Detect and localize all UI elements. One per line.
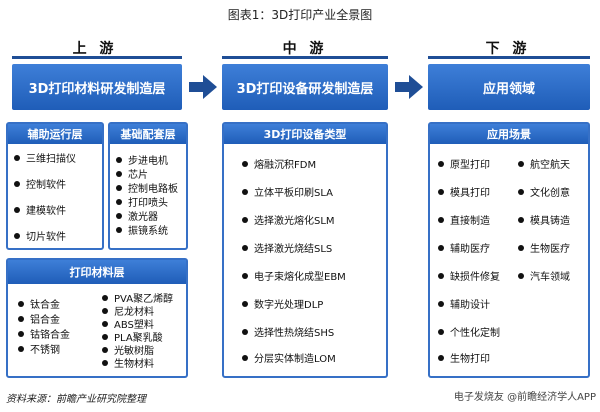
list-item: 分层实体制造LOM xyxy=(242,354,336,366)
list-item: 钛合金 xyxy=(18,300,60,312)
list-item: 直接制造 xyxy=(438,216,490,228)
source-note: 资料来源：前瞻产业研究院整理 xyxy=(6,394,146,405)
list-item: 电子束熔化成型EBM xyxy=(242,272,346,284)
stage-upstream-label: 上 游 xyxy=(72,41,118,57)
basic-parts-panel: 基础配套层 步进电机 芯片 控制电路板 打印喷头 激光器 振镜系统 xyxy=(108,122,188,250)
list-item: PVA聚乙烯醇 xyxy=(102,294,173,306)
chart-title: 图表1：3D打印产业全景图 xyxy=(227,8,373,22)
stage-band-upstream xyxy=(12,56,182,59)
list-item: 选择性热烧结SHS xyxy=(242,328,334,340)
list-item: 控制软件 xyxy=(14,180,66,192)
list-item: 激光器 xyxy=(116,212,158,224)
stage-band-downstream xyxy=(428,56,590,59)
stage-band-midstream xyxy=(222,56,388,59)
aux-ops-panel: 辅助运行层 三维扫描仪 控制软件 建模软件 切片软件 xyxy=(6,122,104,250)
aux-ops-title: 辅助运行层 xyxy=(8,124,102,144)
list-item: 立体平板印刷SLA xyxy=(242,188,333,200)
applications-panel: 应用场景 原型打印 模具打印 直接制造 辅助医疗 缺损件修复 辅助设计 个性化定… xyxy=(428,122,590,378)
list-item: 光敏树脂 xyxy=(102,346,154,358)
materials-panel: 打印材料层 钛合金 铝合金 钴铬合金 不锈钢 PVA聚乙烯醇 尼龙材料 ABS塑… xyxy=(6,258,188,378)
list-item: 个性化定制 xyxy=(438,328,500,340)
list-item: 铝合金 xyxy=(18,315,60,327)
list-item: 熔融沉积FDM xyxy=(242,160,316,172)
list-item: 选择激光熔化SLM xyxy=(242,216,335,228)
midstream-header: 3D打印设备研发制造层 xyxy=(222,64,388,110)
list-item: 生物打印 xyxy=(438,354,490,366)
arrow-upstream-to-midstream-icon xyxy=(189,75,217,99)
list-item: 数字光处理DLP xyxy=(242,300,323,312)
list-item: 控制电路板 xyxy=(116,184,178,196)
list-item: 尼龙材料 xyxy=(102,307,154,319)
list-item: 汽车领域 xyxy=(518,272,570,284)
credit-watermark: 电子发烧友 @前瞻经济学人APP xyxy=(453,392,596,403)
list-item: 不锈钢 xyxy=(18,345,60,357)
upstream-header: 3D打印材料研发制造层 xyxy=(12,64,182,110)
list-item: 步进电机 xyxy=(116,156,168,168)
equipment-panel: 3D打印设备类型 熔融沉积FDM 立体平板印刷SLA 选择激光熔化SLM 选择激… xyxy=(222,122,388,378)
applications-title: 应用场景 xyxy=(430,124,588,144)
list-item: 辅助医疗 xyxy=(438,244,490,256)
downstream-header: 应用领域 xyxy=(428,64,590,110)
list-item: 钴铬合金 xyxy=(18,330,70,342)
materials-title: 打印材料层 xyxy=(8,260,186,284)
list-item: 切片软件 xyxy=(14,232,66,244)
list-item: 模具打印 xyxy=(438,188,490,200)
stage-downstream-label: 下 游 xyxy=(485,41,531,57)
list-item: 生物医疗 xyxy=(518,244,570,256)
list-item: 打印喷头 xyxy=(116,198,168,210)
list-item: 缺损件修复 xyxy=(438,272,500,284)
list-item: 芯片 xyxy=(116,170,148,182)
arrow-midstream-to-downstream-icon xyxy=(395,75,423,99)
list-item: 文化创意 xyxy=(518,188,570,200)
list-item: 航空航天 xyxy=(518,160,570,172)
list-item: PLA聚乳酸 xyxy=(102,333,163,345)
list-item: 选择激光烧结SLS xyxy=(242,244,332,256)
list-item: 辅助设计 xyxy=(438,300,490,312)
basic-parts-title: 基础配套层 xyxy=(110,124,186,144)
list-item: 建模软件 xyxy=(14,206,66,218)
list-item: ABS塑料 xyxy=(102,320,154,332)
list-item: 原型打印 xyxy=(438,160,490,172)
list-item: 三维扫描仪 xyxy=(14,154,76,166)
stage-midstream-label: 中 游 xyxy=(282,41,328,57)
list-item: 振镜系统 xyxy=(116,226,168,238)
list-item: 生物材料 xyxy=(102,359,154,371)
list-item: 模具铸造 xyxy=(518,216,570,228)
equipment-title: 3D打印设备类型 xyxy=(224,124,386,144)
